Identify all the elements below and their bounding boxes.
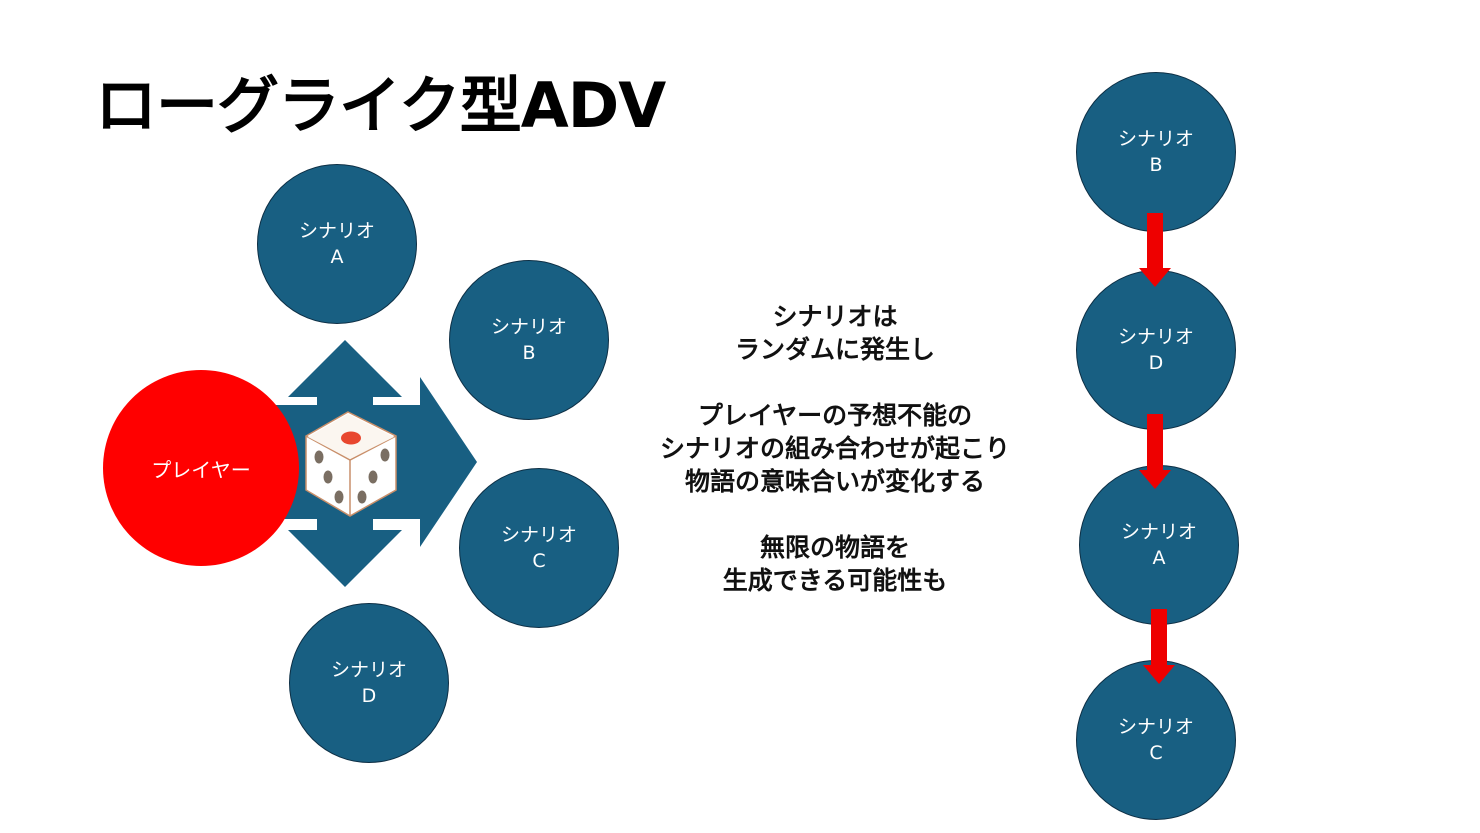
node-letter: D xyxy=(1148,352,1164,374)
chain-node-2: シナリオ D xyxy=(1076,270,1236,430)
node-label: シナリオ xyxy=(298,220,375,242)
down-arrow-icon xyxy=(1139,213,1171,287)
down-arrow-icon xyxy=(1139,414,1171,489)
node-label: シナリオ xyxy=(1117,716,1194,738)
node-letter: D xyxy=(361,685,377,707)
node-label: シナリオ xyxy=(500,524,577,546)
node-label: シナリオ xyxy=(490,316,567,338)
chain-node-1: シナリオ B xyxy=(1076,72,1236,232)
down-arrow-icon xyxy=(1143,609,1175,684)
player-label: プレイヤー xyxy=(151,457,251,482)
node-label: シナリオ xyxy=(1120,521,1197,543)
description-paragraph: 無限の物語を 生成できる可能性も xyxy=(722,533,948,595)
node-letter: C xyxy=(532,550,546,572)
scenario-node-d: シナリオ D xyxy=(289,603,449,763)
node-label: シナリオ xyxy=(1117,128,1194,150)
node-letter: B xyxy=(522,342,536,364)
scenario-node-b: シナリオ B xyxy=(449,260,609,420)
scenario-node-a: シナリオ A xyxy=(257,164,417,324)
node-letter: A xyxy=(330,246,344,268)
node-label: シナリオ xyxy=(1117,326,1194,348)
chain-node-3: シナリオ A xyxy=(1079,465,1239,625)
slide-title: ローグライク型ADV xyxy=(95,69,666,142)
player-circle: プレイヤー xyxy=(103,370,299,566)
node-letter: C xyxy=(1149,742,1163,764)
description-paragraph: プレイヤーの予想不能の シナリオの組み合わせが起こり 物語の意味合いが変化する xyxy=(659,401,1010,496)
description-text: シナリオは ランダムに発生し プレイヤーの予想不能の シナリオの組み合わせが起こ… xyxy=(630,300,1040,597)
node-letter: A xyxy=(1152,547,1166,569)
description-paragraph: シナリオは ランダムに発生し xyxy=(734,302,935,364)
scenario-node-c: シナリオ C xyxy=(459,468,619,628)
dice-icon xyxy=(305,411,397,517)
node-letter: B xyxy=(1149,154,1163,176)
node-label: シナリオ xyxy=(330,659,407,681)
chain-node-4: シナリオ C xyxy=(1076,660,1236,820)
